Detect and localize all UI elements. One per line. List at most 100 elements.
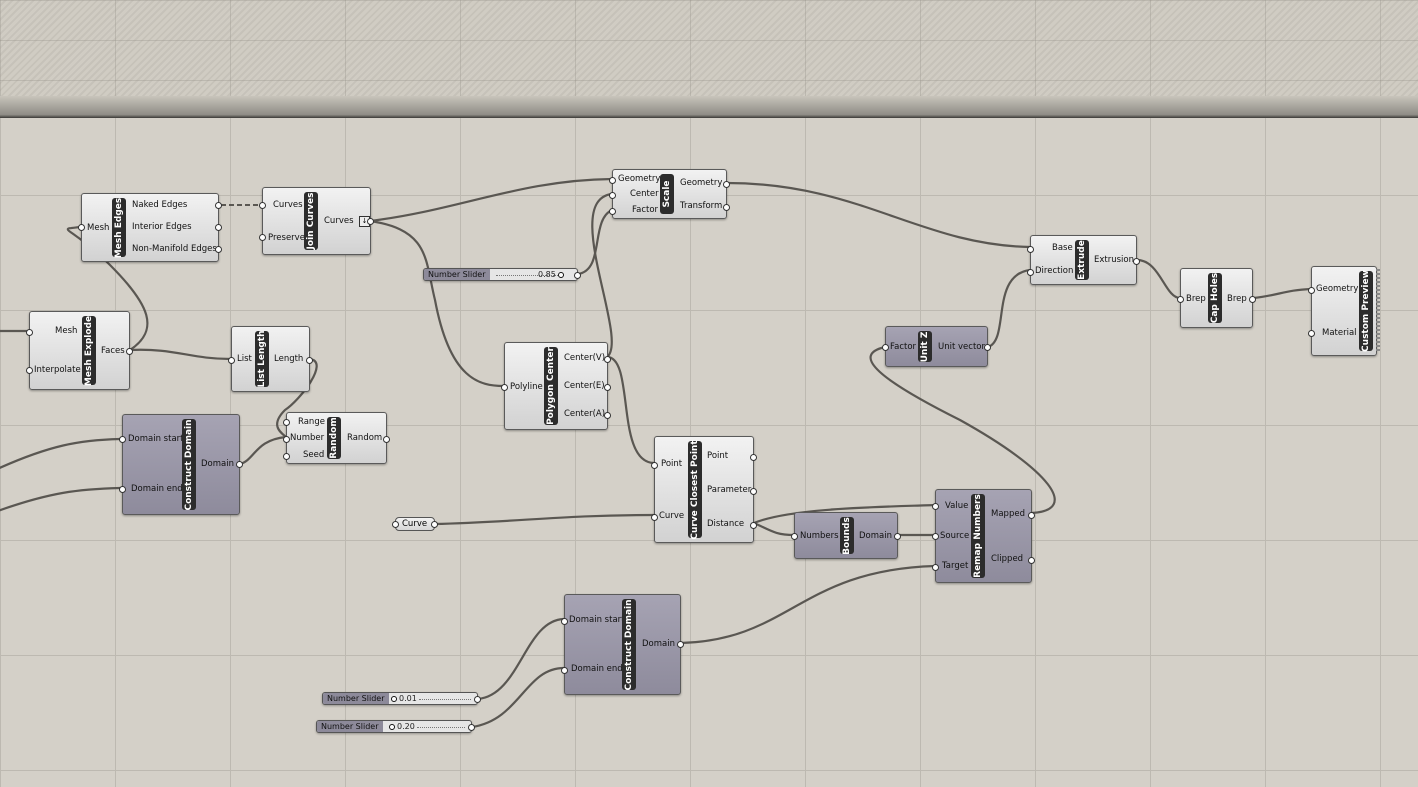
port-label: Mesh [87,223,110,233]
output-grip[interactable] [574,272,581,279]
component-mesh-explode[interactable]: Mesh Interpolate Mesh Explode Faces [26,311,133,390]
output-grip[interactable] [750,488,757,495]
component-list-length[interactable]: List List Length Length [228,326,313,392]
component-random[interactable]: Range Number Seed Random Random [283,412,390,464]
port-label: Factor [890,342,917,352]
component-construct-domain[interactable]: Domain start Domain end Construct Domain… [561,594,684,695]
component-remap-numbers[interactable]: Value Source Target Remap Numbers Mapped… [932,489,1035,583]
output-grip[interactable] [604,356,611,363]
slider-knob[interactable] [389,724,395,730]
input-grip[interactable] [1177,296,1184,303]
output-grip[interactable] [431,521,438,528]
component-polygon-center[interactable]: Polyline Polygon Center Center(V) Center… [501,342,611,430]
output-grip[interactable] [468,724,475,731]
port-label: Domain start [128,434,184,444]
output-grip[interactable] [723,204,730,211]
input-grip[interactable] [78,224,85,231]
component-nickname: Random [327,417,341,459]
component-construct-domain[interactable]: Domain start Domain end Construct Domain… [119,414,243,515]
output-grip[interactable] [215,246,222,253]
slider-value: 0.85 [538,270,556,279]
output-grip[interactable] [723,181,730,188]
slider-track[interactable] [417,727,465,728]
number-slider-domain-end[interactable]: Number Slider 0.20 [316,720,475,733]
input-grip[interactable] [932,564,939,571]
curve-param[interactable]: Curve [392,517,438,531]
output-grip[interactable] [984,344,991,351]
component-unit-z[interactable]: Factor Unit Z Unit vector [882,326,991,367]
output-grip[interactable] [750,454,757,461]
input-grip[interactable] [609,177,616,184]
input-grip[interactable] [283,436,290,443]
input-grip[interactable] [26,329,33,336]
output-grip[interactable] [1249,296,1256,303]
output-grip[interactable] [1133,258,1140,265]
input-grip[interactable] [259,202,266,209]
input-grip[interactable] [1027,269,1034,276]
port-label: Domain start [569,615,625,625]
input-grip[interactable] [1308,287,1315,294]
component-cap-holes[interactable]: Brep Cap Holes Brep [1177,268,1256,328]
slider-knob[interactable] [391,696,397,702]
input-grip[interactable] [119,486,126,493]
component-custom-preview[interactable]: Geometry Material Custom Preview [1308,266,1380,356]
output-grip[interactable] [750,522,757,529]
component-nickname: Cap Holes [1208,272,1222,324]
input-grip[interactable] [561,667,568,674]
wire [470,666,566,729]
port-label: Curves [273,200,303,210]
output-grip[interactable] [474,696,481,703]
number-slider-domain-start[interactable]: Number Slider 0.01 [322,692,481,705]
component-bounds[interactable]: Numbers Bounds Domain [791,512,901,559]
input-grip[interactable] [501,384,508,391]
port-label: Polyline [510,382,543,392]
component-nickname: Extrude [1075,240,1089,280]
component-scale[interactable]: Geometry Center Factor Scale Geometry Tr… [609,169,730,219]
input-grip[interactable] [119,436,126,443]
input-grip[interactable] [392,521,399,528]
output-grip[interactable] [677,641,684,648]
component-nickname: Bounds [840,516,854,555]
output-grip[interactable] [1028,557,1035,564]
slider-value: 0.01 [399,694,417,703]
output-grip[interactable] [604,384,611,391]
input-grip[interactable] [1308,330,1315,337]
output-grip[interactable] [126,348,133,355]
output-grip[interactable] [1028,512,1035,519]
wire [0,486,122,512]
output-grip[interactable] [383,436,390,443]
output-grip[interactable] [604,412,611,419]
number-slider-scale[interactable]: Number Slider 0.85 [423,268,581,281]
input-grip[interactable] [932,533,939,540]
component-join-curves[interactable]: Curves Preserve Join Curves Curves ↓ [259,187,374,255]
output-grip[interactable] [236,461,243,468]
component-extrude[interactable]: Base Direction Extrude Extrusion [1027,235,1140,285]
input-grip[interactable] [561,618,568,625]
component-mesh-edges[interactable]: Mesh Mesh Edges Naked Edges Interior Edg… [78,193,222,262]
slider-knob[interactable] [558,272,564,278]
input-grip[interactable] [882,344,889,351]
input-grip[interactable] [283,453,290,460]
input-grip[interactable] [932,503,939,510]
output-grip[interactable] [306,357,313,364]
slider-track[interactable] [496,275,558,276]
output-grip[interactable] [367,218,374,225]
input-grip[interactable] [651,462,658,469]
output-grip[interactable] [894,533,901,540]
input-grip[interactable] [26,367,33,374]
input-grip[interactable] [609,208,616,215]
input-grip[interactable] [259,234,266,241]
input-grip[interactable] [1027,246,1034,253]
output-grip[interactable] [215,202,222,209]
slider-track[interactable] [419,699,471,700]
input-grip[interactable] [651,514,658,521]
input-grip[interactable] [791,533,798,540]
component-nickname: Mesh Edges [112,197,126,258]
component-curve-closest-point[interactable]: Point Curve Curve Closest Point Point Pa… [651,436,757,543]
input-grip[interactable] [228,357,235,364]
port-label: Center(E) [564,381,605,391]
output-grip[interactable] [215,224,222,231]
input-grip[interactable] [283,419,290,426]
input-grip[interactable] [609,192,616,199]
